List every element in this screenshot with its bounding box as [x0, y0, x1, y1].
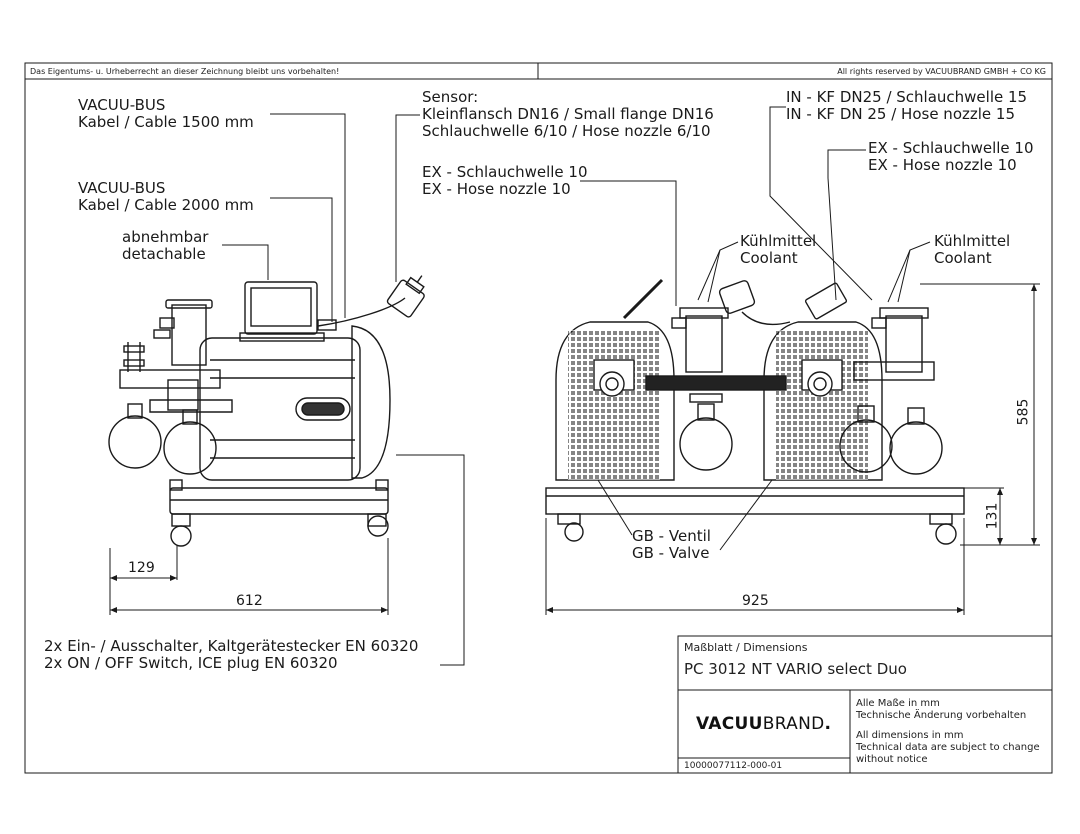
dimension-129: 129: [128, 560, 155, 576]
dimension-925: 925: [742, 593, 769, 609]
pump-front-view: [545, 278, 965, 545]
sheet-type: Maßblatt / Dimensions: [684, 641, 808, 654]
dimension-612: 612: [236, 593, 263, 609]
title-block: [677, 635, 1053, 774]
dimension-585: 585: [1015, 398, 1032, 426]
callout-switch: 2x Ein- / Ausschalter, Kaltgerätestecker…: [44, 637, 419, 672]
leader-lines: [222, 106, 931, 666]
drawing-number: 10000077112-000-01: [684, 761, 783, 771]
callout-sensor: Sensor:Kleinflansch DN16 / Small flange …: [422, 88, 714, 140]
dimension-lines: [109, 283, 1040, 615]
product-name: PC 3012 NT VARIO select Duo: [684, 660, 907, 678]
vacuubrand-logo: VACUUBRAND.: [696, 714, 832, 734]
rights-notice: All rights reserved by VACUUBRAND GMBH +…: [837, 67, 1046, 76]
ownership-notice: Das Eigentums- u. Urheberrecht an dieser…: [30, 67, 340, 76]
dimension-131: 131: [984, 502, 1001, 530]
pump-side-view: [108, 275, 425, 547]
